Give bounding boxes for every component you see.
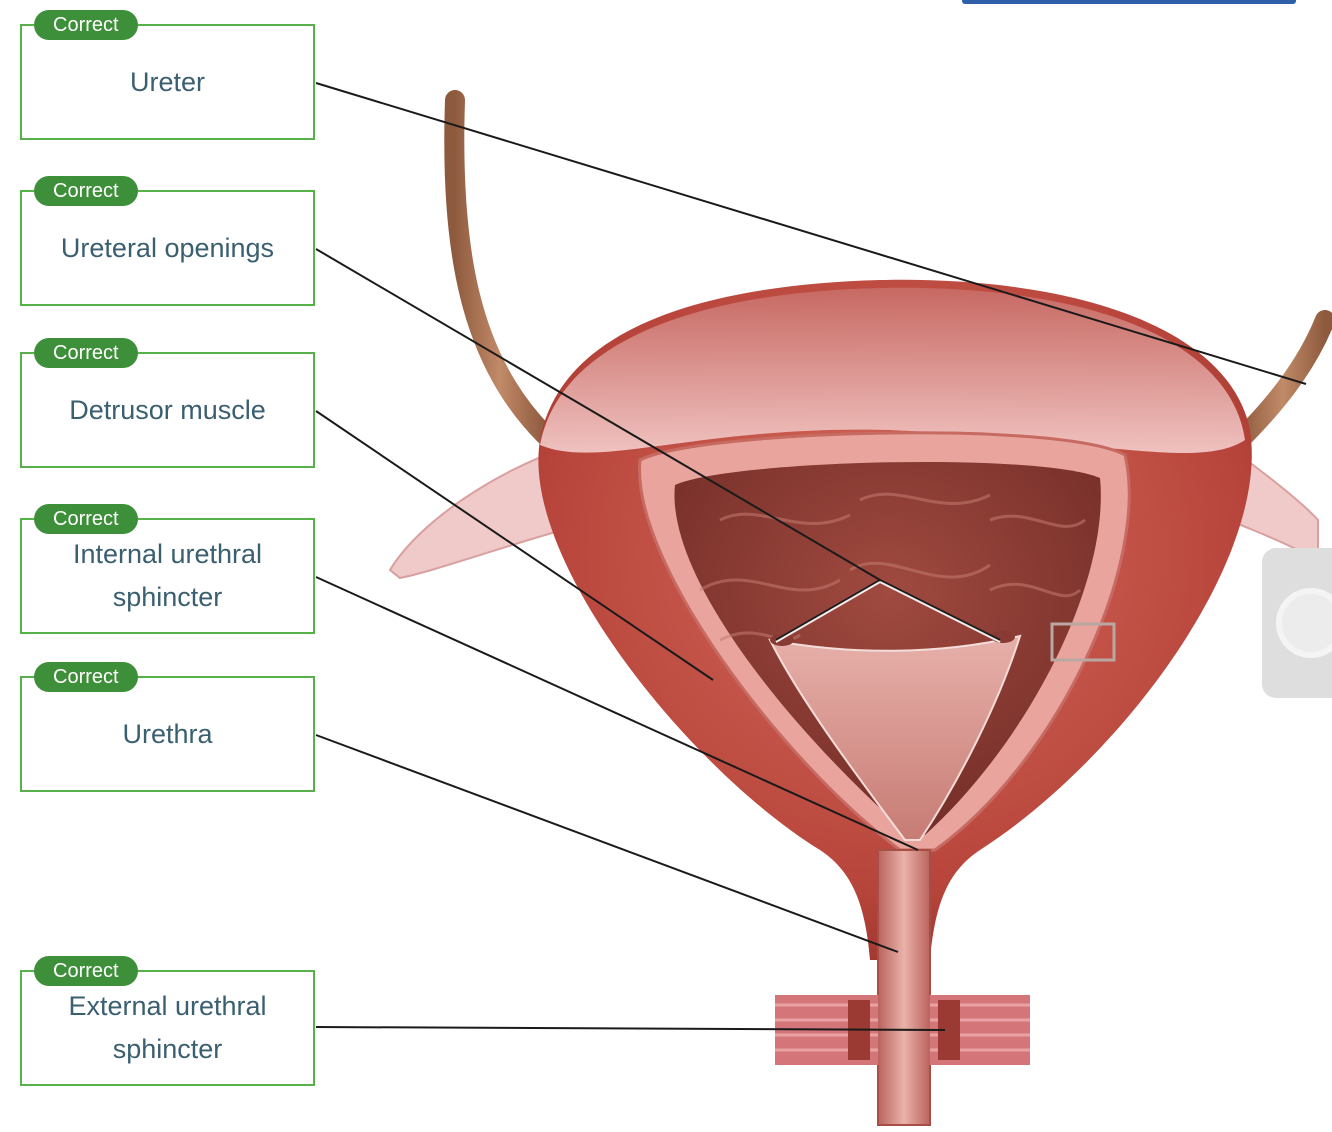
correct-badge: Correct bbox=[34, 176, 138, 206]
label-text: Ureter bbox=[129, 66, 205, 97]
label-box-ureteral-openings[interactable]: Correct Ureteral openings bbox=[20, 176, 315, 306]
label-box-internal-urethral-sphincter[interactable]: Correct Internal urethral sphincter bbox=[20, 504, 315, 634]
label-box-external-urethral-sphincter[interactable]: Correct External urethral sphincter bbox=[20, 956, 315, 1086]
side-panel-tab[interactable] bbox=[1262, 548, 1332, 698]
label-text: Detrusor muscle bbox=[69, 394, 266, 425]
circle-icon bbox=[1276, 588, 1332, 658]
label-text: Ureteral openings bbox=[60, 232, 275, 263]
label-text: External urethral sphincter bbox=[68, 991, 267, 1064]
correct-badge: Correct bbox=[34, 338, 138, 368]
correct-badge: Correct bbox=[34, 504, 138, 534]
label-box-ureter[interactable]: Correct Ureter bbox=[20, 10, 315, 140]
correct-badge: Correct bbox=[34, 956, 138, 986]
label-box-detrusor-muscle[interactable]: Correct Detrusor muscle bbox=[20, 338, 315, 468]
correct-badge: Correct bbox=[34, 10, 138, 40]
label-text: Urethra bbox=[122, 718, 213, 749]
top-accent-bar bbox=[962, 0, 1296, 4]
label-text: Internal urethral sphincter bbox=[72, 539, 263, 612]
label-box-urethra[interactable]: Correct Urethra bbox=[20, 662, 315, 792]
correct-badge: Correct bbox=[34, 662, 138, 692]
